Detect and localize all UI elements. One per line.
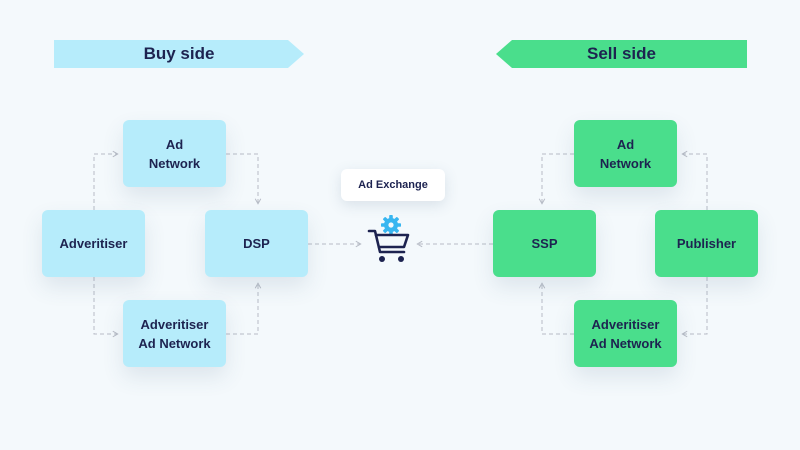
edge-advnetwork-to-dsp [226, 282, 262, 335]
node-ssp: SSP [493, 210, 596, 277]
node-dsp: DSP [205, 210, 308, 277]
node-buy-advertiser-ad-network: Adveritiser Ad Network [123, 300, 226, 367]
node-sell-ad-network: Ad Network [574, 120, 677, 187]
node-advertiser: Adveritiser [42, 210, 145, 277]
ad-exchange-label: Ad Exchange [341, 169, 445, 201]
edge-advertiser-to-adnetwork [93, 150, 119, 210]
node-sell-advertiser-ad-network: Adveritiser Ad Network [574, 300, 677, 367]
cart-gear-icon [367, 215, 410, 262]
buy-side-banner: Buy side [54, 40, 304, 68]
node-publisher: Publisher [655, 210, 758, 277]
edge-publisher-to-adnetwork [681, 150, 708, 210]
edge-adnetwork-to-ssp [538, 153, 574, 205]
edge-adnetwork-to-dsp [226, 153, 262, 205]
edge-advertiser-to-advnetwork [93, 277, 119, 338]
gear-icon [381, 215, 401, 235]
edge-publisher-to-advnetwork [681, 277, 708, 338]
node-buy-ad-network: Ad Network [123, 120, 226, 187]
sell-side-banner: Sell side [496, 40, 747, 68]
edge-advnetwork-to-ssp [538, 282, 574, 335]
